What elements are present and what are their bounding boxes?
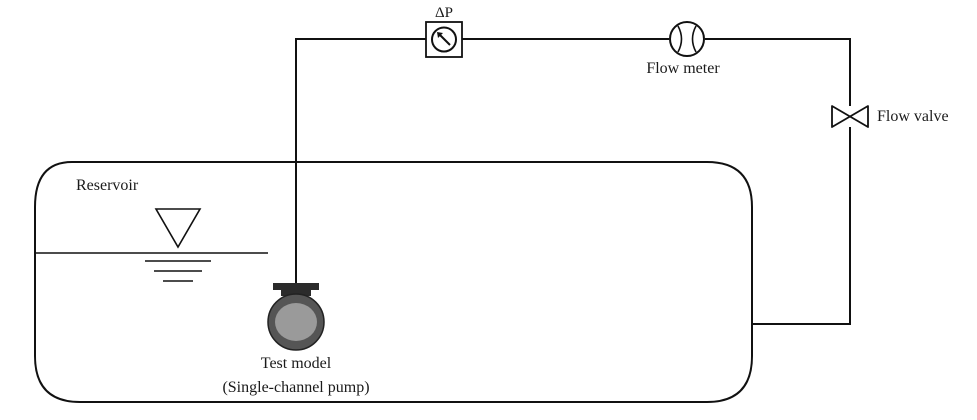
test-model-label: Test model [261, 355, 332, 372]
pump-icon [267, 283, 325, 351]
flow-meter-icon [669, 21, 705, 57]
reservoir-label: Reservoir [76, 177, 139, 194]
test-model-subtitle: (Single-channel pump) [222, 379, 369, 396]
flow-valve-icon [831, 105, 869, 128]
flow-meter-label: Flow meter [646, 60, 720, 77]
water-level-icon [145, 208, 211, 282]
reservoir-tank [34, 161, 753, 403]
delta-p-label: ΔP [435, 5, 453, 21]
pipe-loop [295, 38, 851, 325]
flow-valve-label: Flow valve [877, 108, 949, 125]
pressure-gauge-icon [425, 21, 463, 58]
